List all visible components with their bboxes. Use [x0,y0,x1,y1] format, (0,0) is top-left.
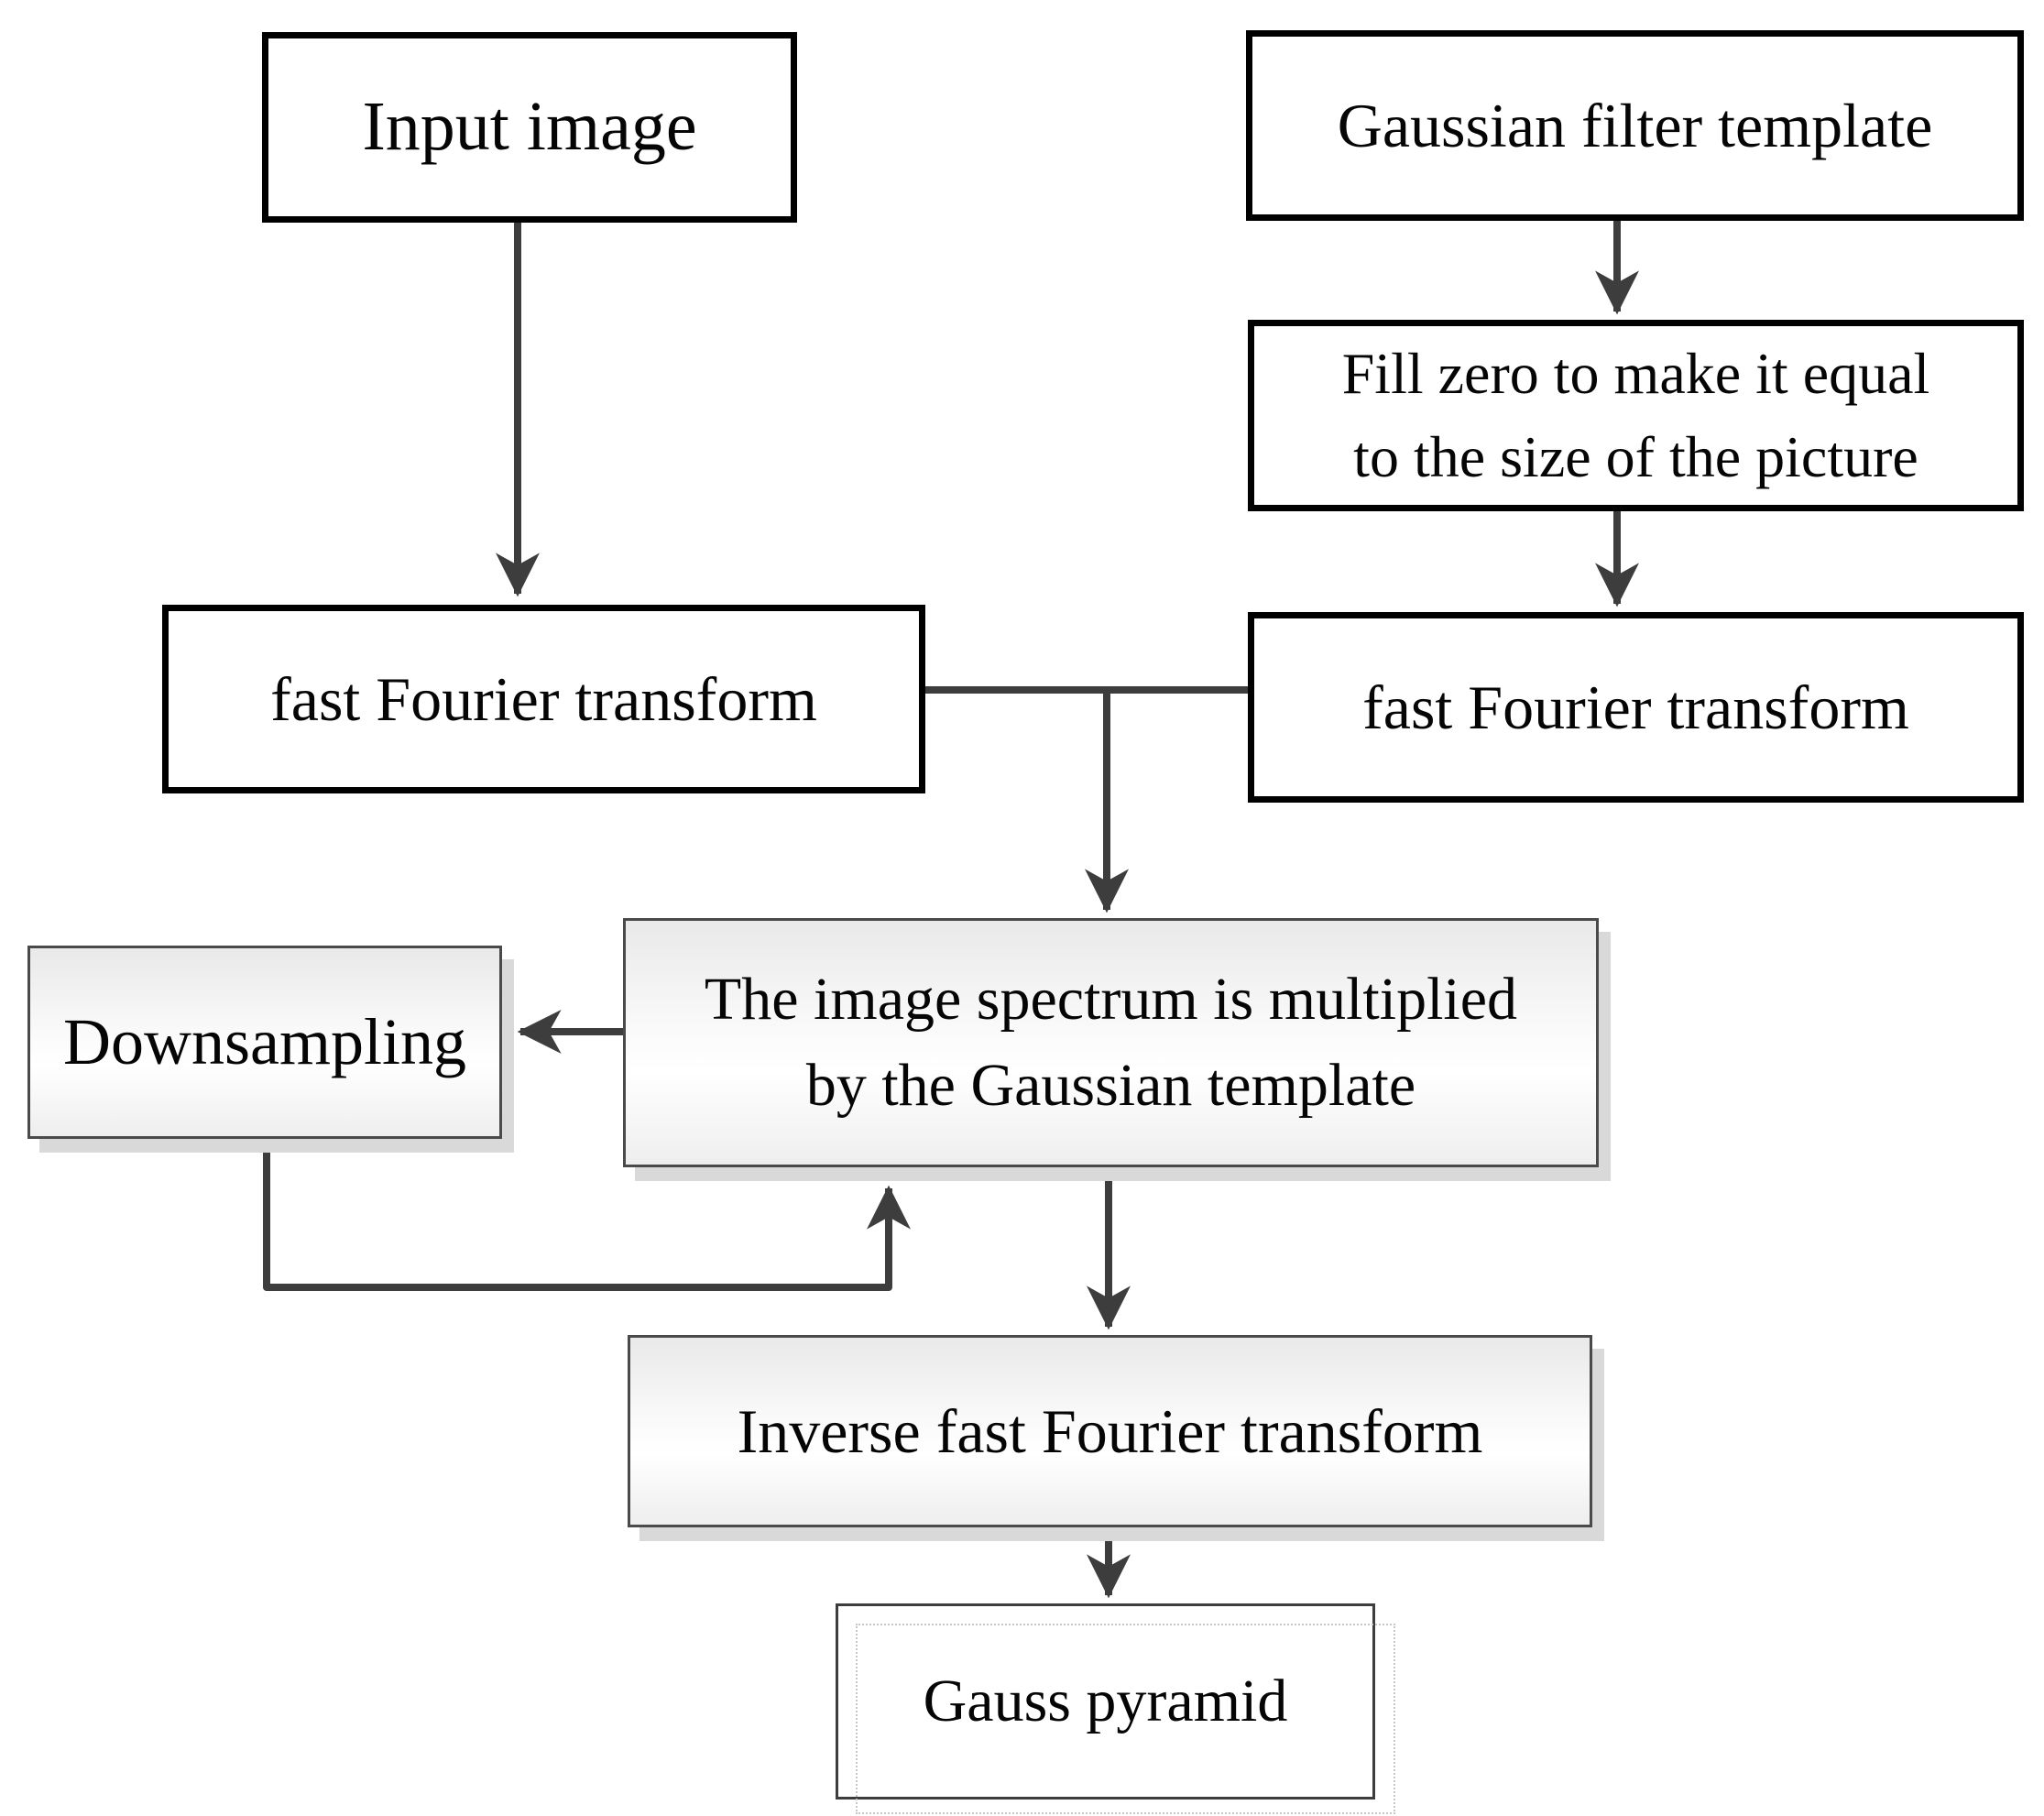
node-label: Fill zero to make it equal to the size o… [1341,340,1930,489]
node-label: Gauss pyramid [923,1668,1288,1735]
node-label: The image spectrum is multiplied by the … [704,966,1518,1119]
node-gaussian-filter-template: Gaussian filter template [1246,30,2024,221]
node-label: Inverse fast Fourier transform [737,1395,1483,1466]
node-label: fast Fourier transform [1362,672,1909,742]
node-label: Input image [362,88,697,166]
node-inverse-fft: Inverse fast Fourier transform [628,1335,1592,1527]
node-input-image: Input image [262,32,797,223]
node-label: Downsampling [63,1005,466,1079]
edge-downsampling-to-spectrum [263,1139,911,1291]
node-multiply-spectrum: The image spectrum is multiplied by the … [623,918,1599,1167]
node-fft-image: fast Fourier transform [162,605,925,793]
node-fill-zero: Fill zero to make it equal to the size o… [1248,320,2024,511]
node-gauss-pyramid: Gauss pyramid [836,1603,1375,1800]
node-label: fast Fourier transform [270,663,817,734]
node-fft-template: fast Fourier transform [1248,612,2024,803]
gauss-pyramid-shadow-frame [856,1624,1395,1814]
node-downsampling: Downsampling [27,946,502,1139]
node-label: Gaussian filter template [1337,90,1933,160]
